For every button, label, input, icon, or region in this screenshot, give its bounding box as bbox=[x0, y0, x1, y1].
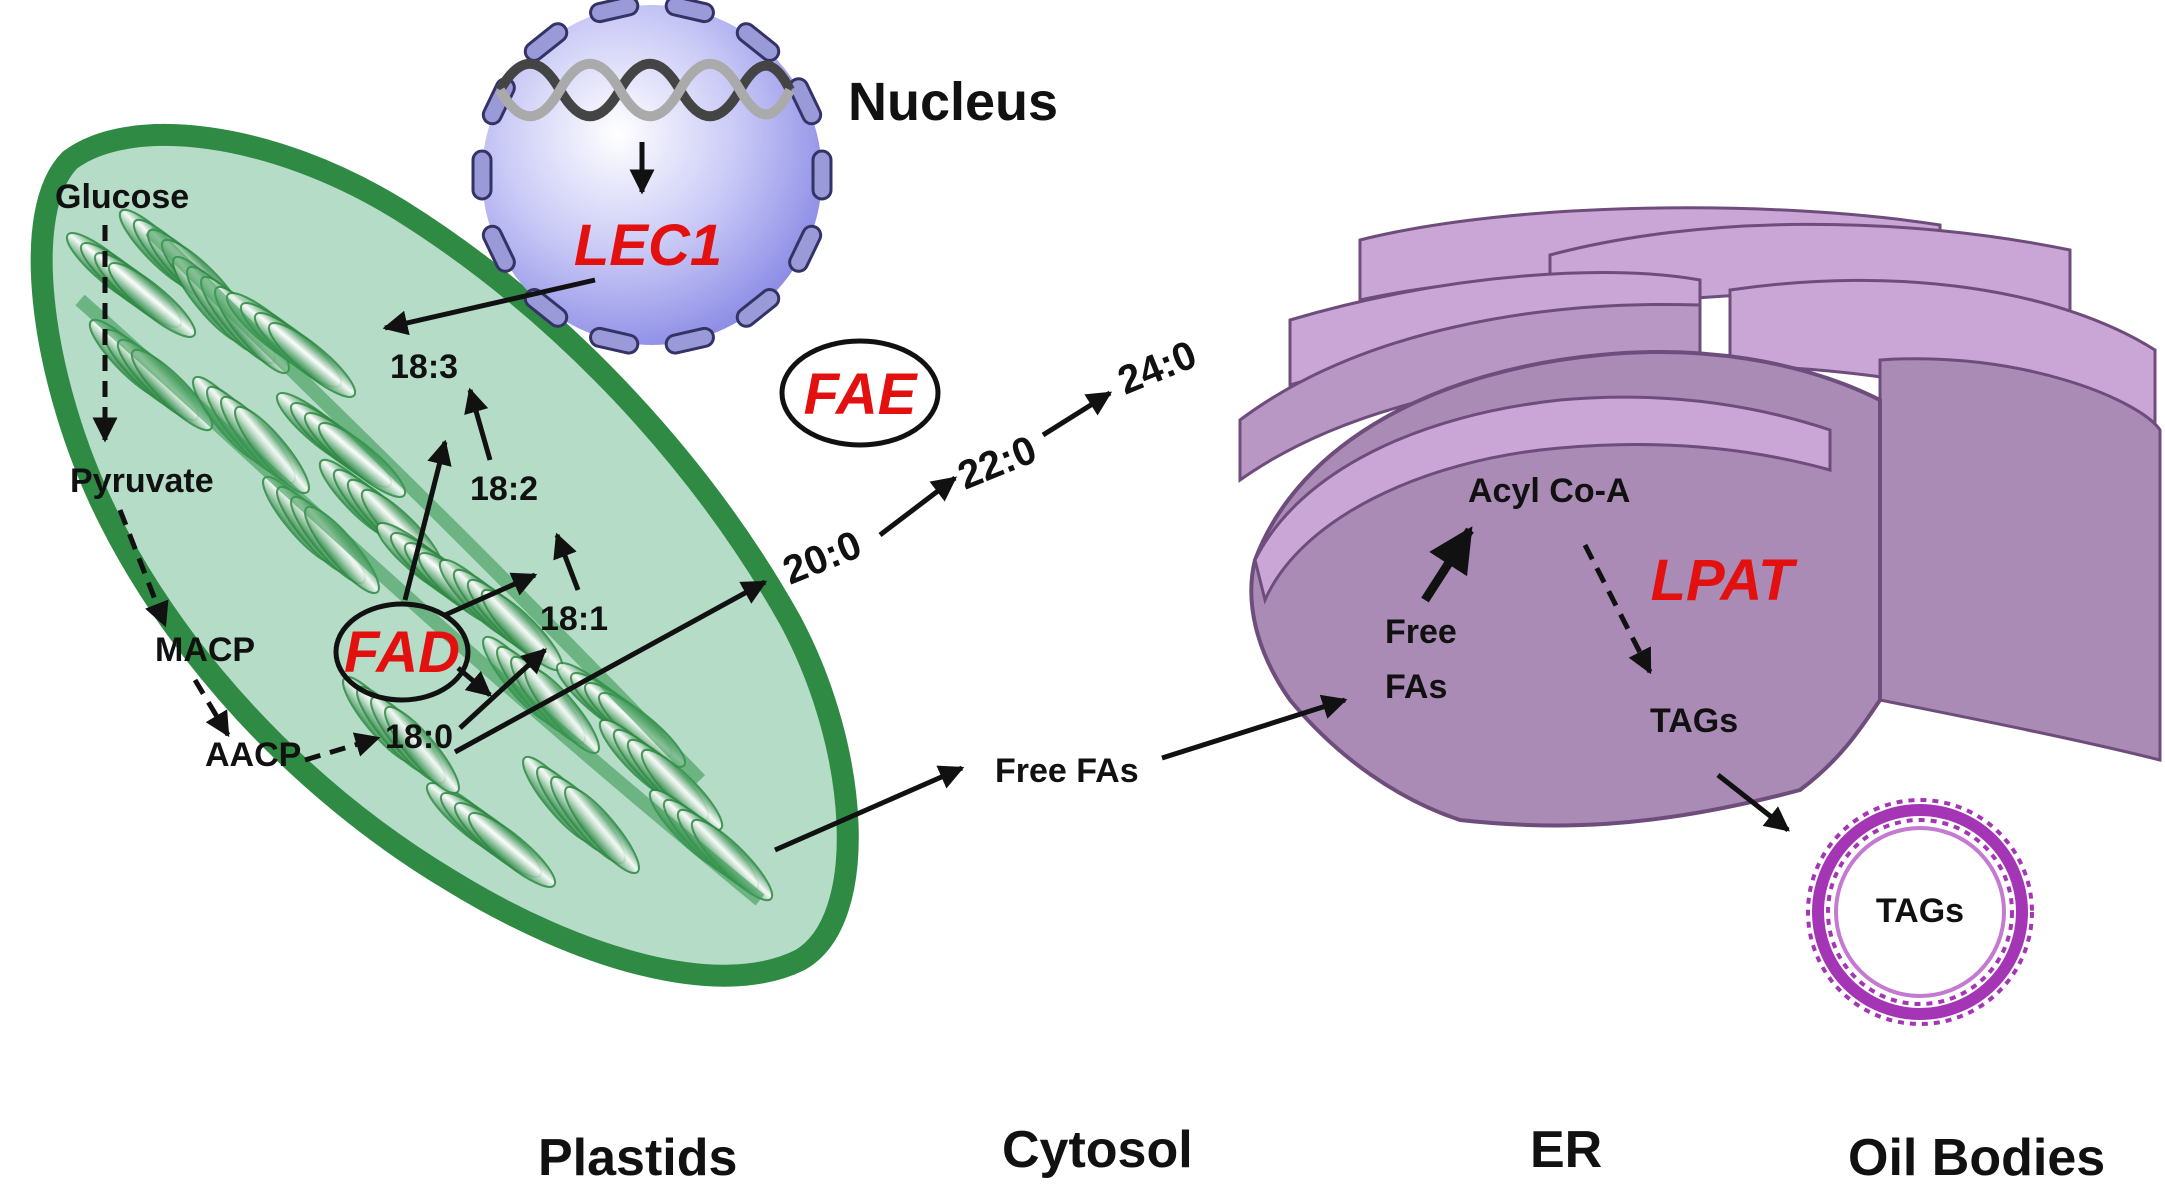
thylakoid-disc bbox=[467, 812, 557, 888]
er-fold-highlight bbox=[1253, 395, 1832, 605]
macp-label: MACP bbox=[155, 631, 255, 669]
oil-body-tags-label: TAGs bbox=[1876, 892, 1964, 930]
nuclear-pore bbox=[735, 288, 781, 328]
fa-20-0-group: 20:0 bbox=[777, 523, 868, 594]
fa-24-0-group: 24:0 bbox=[1112, 333, 1203, 404]
nucleus: LEC1 bbox=[471, 0, 833, 355]
fa-18-0-label: 18:0 bbox=[385, 718, 453, 756]
region-er-label: ER bbox=[1530, 1121, 1602, 1179]
er-tags-label: TAGs bbox=[1650, 702, 1738, 740]
er-arrows bbox=[1421, 526, 1790, 832]
region-cytosol-label: Cytosol bbox=[1002, 1121, 1193, 1179]
lec1-label: LEC1 bbox=[574, 213, 722, 278]
fa-20-0-label: 20:0 bbox=[777, 523, 868, 594]
er-cisterna-right bbox=[1878, 357, 2162, 762]
nuclear-pore bbox=[811, 149, 833, 201]
fae-label: FAE bbox=[804, 362, 919, 427]
fa-22-0-label: 22:0 bbox=[952, 428, 1043, 499]
dna-helix-icon bbox=[495, 58, 795, 122]
plastid-arrows bbox=[92, 225, 768, 763]
thylakoid-disc bbox=[384, 705, 460, 795]
fad-enzyme-oval bbox=[333, 601, 471, 703]
thylakoid-disc bbox=[107, 262, 197, 338]
region-oil-bodies-label: Oil Bodies bbox=[1848, 1129, 2105, 1187]
nuclear-pore bbox=[471, 149, 493, 201]
lpat-label: LPAT bbox=[1651, 548, 1798, 613]
nuclear-pore bbox=[481, 224, 516, 273]
fa-18-1-label: 18:1 bbox=[540, 600, 608, 638]
fa-24-0-label: 24:0 bbox=[1112, 333, 1203, 404]
fa-18-2-label: 18:2 bbox=[470, 470, 538, 508]
oil-body: TAGs bbox=[1806, 798, 2034, 1026]
cytosol-free-fas-label: Free FAs bbox=[995, 752, 1139, 790]
er-free-label: Free bbox=[1385, 613, 1457, 651]
thylakoid-disc bbox=[564, 785, 640, 875]
region-plastids-label: Plastids bbox=[538, 1129, 737, 1187]
nuclear-pore bbox=[589, 326, 640, 355]
cytosol-arrows bbox=[773, 390, 1348, 853]
nuclear-pore bbox=[589, 0, 640, 24]
nuclear-pore bbox=[735, 22, 781, 62]
fad-label: FAD bbox=[344, 620, 460, 685]
fa-18-3-label: 18:3 bbox=[390, 348, 458, 386]
fa-22-0-group: 22:0 bbox=[952, 428, 1043, 499]
er-fas-label: FAs bbox=[1385, 668, 1447, 706]
nuclear-pores bbox=[471, 0, 833, 355]
fae-enzyme-oval bbox=[779, 338, 941, 448]
glucose-label: Glucose bbox=[55, 178, 189, 216]
nuclear-pore bbox=[788, 224, 823, 273]
nuclear-pore bbox=[523, 22, 569, 62]
nucleus-label: Nucleus bbox=[848, 72, 1058, 132]
thylakoid-lamella bbox=[75, 294, 765, 906]
endoplasmic-reticulum bbox=[1238, 206, 2162, 828]
nuclear-pore bbox=[788, 77, 823, 126]
aacp-label: AACP bbox=[205, 736, 301, 774]
acyl-coa-label: Acyl Co-A bbox=[1468, 472, 1630, 510]
pyruvate-label: Pyruvate bbox=[70, 462, 214, 500]
nuclear-pore bbox=[664, 326, 715, 355]
thylakoid-disc bbox=[267, 322, 357, 398]
nuclear-pore bbox=[664, 0, 715, 24]
